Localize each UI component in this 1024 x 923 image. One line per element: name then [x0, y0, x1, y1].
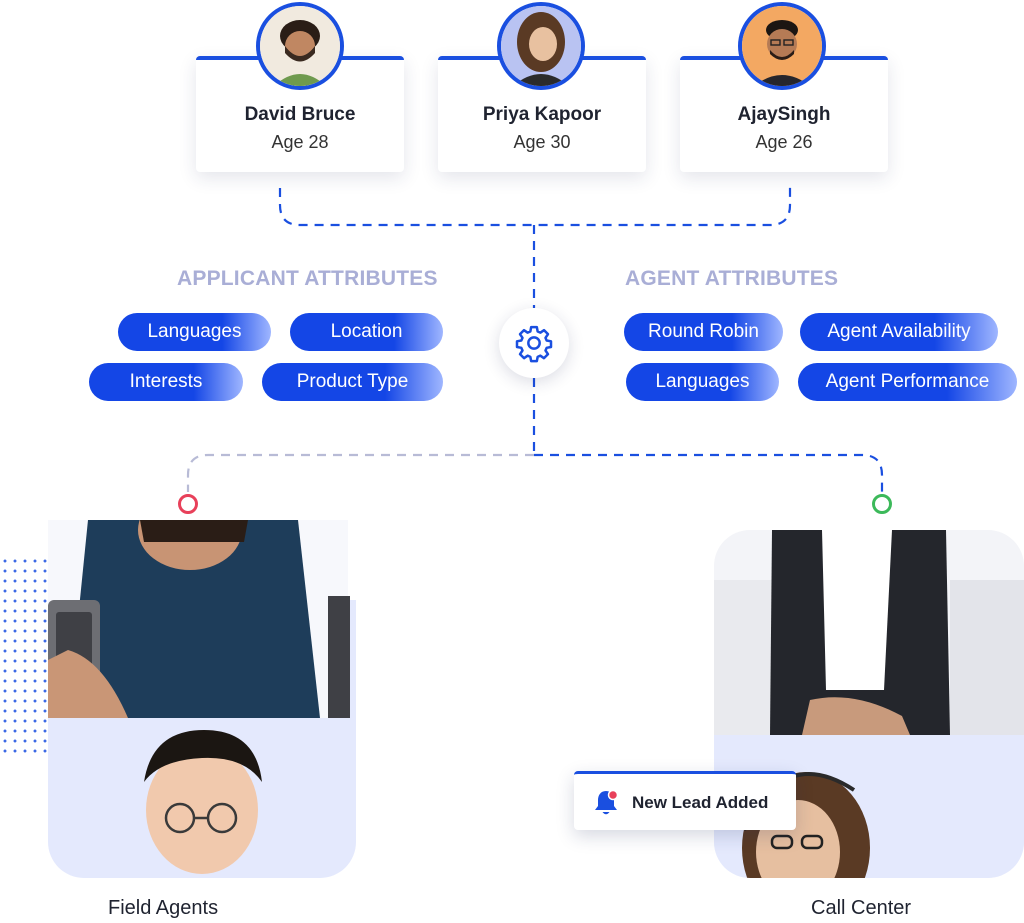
call-status-indicator [872, 494, 892, 514]
notification-text: New Lead Added [632, 793, 769, 812]
agent-attributes-title: AGENT ATTRIBUTES [625, 267, 839, 290]
call-center-label: Call Center [811, 897, 912, 919]
agent-attribute-pill[interactable]: Round Robin [624, 313, 783, 351]
agent-attribute-pill[interactable]: Agent Availability [800, 313, 998, 351]
routing-engine[interactable] [499, 308, 569, 378]
applicant-attributes-title: APPLICANT ATTRIBUTES [177, 267, 438, 290]
agent-attribute-pill[interactable]: Languages [626, 363, 779, 401]
dot-pattern [0, 556, 56, 756]
applicant-age: Age 30 [513, 132, 571, 152]
applicant-attribute-pill[interactable]: Interests [89, 363, 243, 401]
applicant-attribute-pill[interactable]: Product Type [262, 363, 443, 401]
avatar [497, 2, 585, 90]
bell-icon [595, 789, 619, 815]
applicant-name: David Bruce [244, 104, 356, 125]
applicant-age: Age 26 [755, 132, 813, 152]
field-status-indicator [178, 494, 198, 514]
applicant-age: Age 28 [271, 132, 329, 152]
gear-icon [515, 325, 553, 363]
applicant-attribute-pill[interactable]: Languages [118, 313, 271, 351]
avatar [256, 2, 344, 90]
applicant-attribute-pill[interactable]: Location [290, 313, 443, 351]
field-agents-label: Field Agents [108, 897, 219, 919]
applicant-name: AjaySingh [737, 104, 831, 125]
field-agents-image [48, 520, 356, 878]
agent-attribute-pill[interactable]: Agent Performance [798, 363, 1017, 401]
avatar [738, 2, 826, 90]
new-lead-notification[interactable]: New Lead Added [574, 771, 796, 830]
applicant-name: Priya Kapoor [482, 104, 602, 125]
